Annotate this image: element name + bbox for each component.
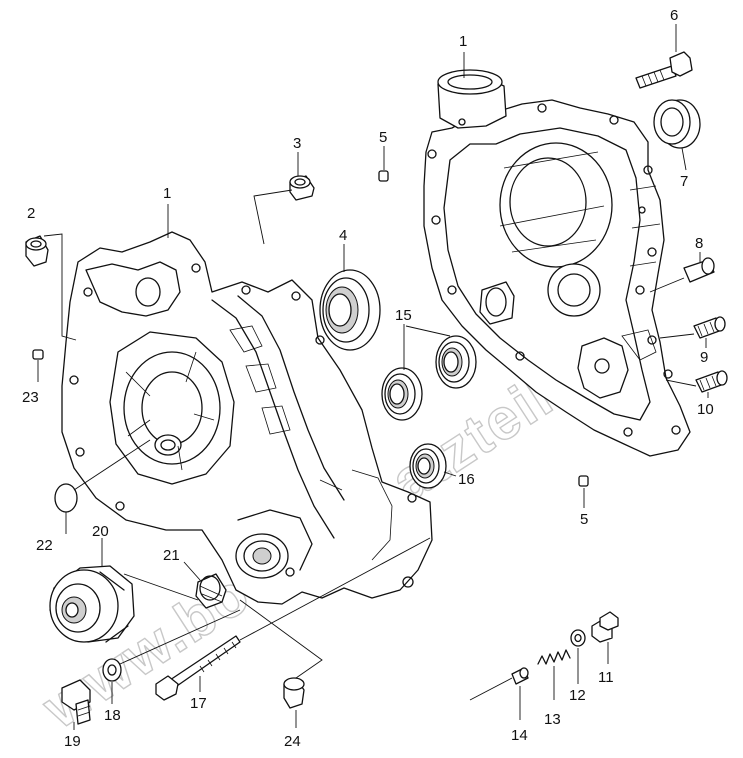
leader-lines <box>37 24 709 730</box>
callout-2: 2 <box>27 205 35 222</box>
part-16-bearing <box>409 443 447 489</box>
right-crankcase-half <box>423 69 691 457</box>
part-5-pin-lower <box>578 475 589 487</box>
part-8-sleeve <box>683 257 715 283</box>
callout-21: 21 <box>163 547 180 564</box>
callout-6: 6 <box>670 7 678 24</box>
callout-9: 9 <box>700 349 708 366</box>
part-20-pulley <box>49 565 135 643</box>
callout-7: 7 <box>680 173 688 190</box>
part-19-drain-plug <box>61 679 91 725</box>
part-11-bolt <box>591 611 619 643</box>
callout-22: 22 <box>36 537 53 554</box>
part-15-bearing-b <box>435 335 477 389</box>
callout-5-lower: 5 <box>580 511 588 528</box>
callout-14: 14 <box>511 727 528 744</box>
callout-12: 12 <box>569 687 586 704</box>
part-7-oil-seal <box>653 99 701 149</box>
part-10-plug <box>695 370 728 393</box>
callout-10: 10 <box>697 401 714 418</box>
callout-18: 18 <box>104 707 121 724</box>
part-2-sleeve <box>25 235 49 267</box>
part-13-spring <box>537 649 571 665</box>
callout-19: 19 <box>64 733 81 750</box>
part-18-washer <box>102 658 122 682</box>
part-12-washer <box>570 629 586 647</box>
part-22-cap <box>54 483 78 513</box>
part-5-pin-upper <box>378 170 389 182</box>
callout-3: 3 <box>293 135 301 152</box>
part-23-pin <box>32 349 44 360</box>
callout-1-left: 1 <box>163 185 171 202</box>
part-3-sleeve <box>289 175 315 201</box>
callout-11: 11 <box>598 669 614 686</box>
part-17-long-bolt <box>155 635 241 701</box>
part-9-plug <box>693 316 726 339</box>
part-21-collar <box>195 573 227 609</box>
part-4-bearing <box>319 269 381 351</box>
callout-24: 24 <box>284 733 301 750</box>
callout-5-upper: 5 <box>379 129 387 146</box>
callout-23: 23 <box>22 389 39 406</box>
callout-13: 13 <box>544 711 561 728</box>
callout-17: 17 <box>190 695 207 712</box>
callout-8: 8 <box>695 235 703 252</box>
part-24-bushing <box>283 677 305 709</box>
callout-20: 20 <box>92 523 109 540</box>
callout-16: 16 <box>458 471 475 488</box>
callout-1-right: 1 <box>459 33 467 50</box>
part-14-plunger <box>511 667 529 685</box>
left-crankcase-half <box>61 231 433 605</box>
callout-15: 15 <box>395 307 412 324</box>
callout-labels: 1 1 2 3 4 5 5 6 7 8 9 10 11 12 13 14 15 … <box>22 7 714 750</box>
part-6-bolt <box>635 51 693 89</box>
callout-4: 4 <box>339 227 347 244</box>
part-15-bearing-a <box>381 367 423 421</box>
